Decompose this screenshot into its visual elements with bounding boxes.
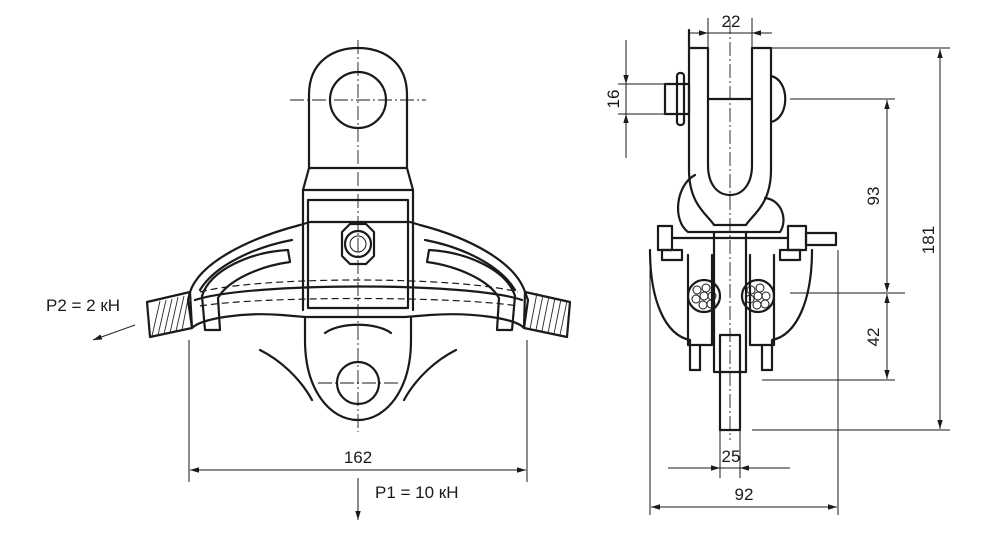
front-view: 162 P1 = 10 кН P2 = 2 кН	[46, 40, 572, 520]
cable-section-right	[740, 278, 776, 314]
saddle-outline	[186, 220, 530, 330]
cable-right	[522, 290, 572, 339]
side-view: 22 16 181 93 42 25 92	[604, 12, 950, 515]
side-nut	[656, 224, 674, 252]
clevis-fork	[687, 46, 773, 227]
load-p2-label: P2 = 2 кН	[46, 296, 120, 315]
dim-side-width-label: 92	[735, 485, 754, 504]
dim-clevis-label: 22	[722, 12, 741, 31]
load-p1-label: P1 = 10 кН	[375, 483, 459, 502]
dim-top-height-label: 93	[864, 187, 883, 206]
dim-pin-label: 16	[604, 90, 623, 109]
cable-left	[145, 290, 194, 339]
cable-section-left	[686, 278, 722, 314]
dim-width-label: 162	[344, 448, 372, 467]
dim-bottom-width-label: 25	[722, 447, 741, 466]
dim-bottom-height-label: 42	[864, 328, 883, 347]
dim-total-height-label: 181	[919, 226, 938, 254]
